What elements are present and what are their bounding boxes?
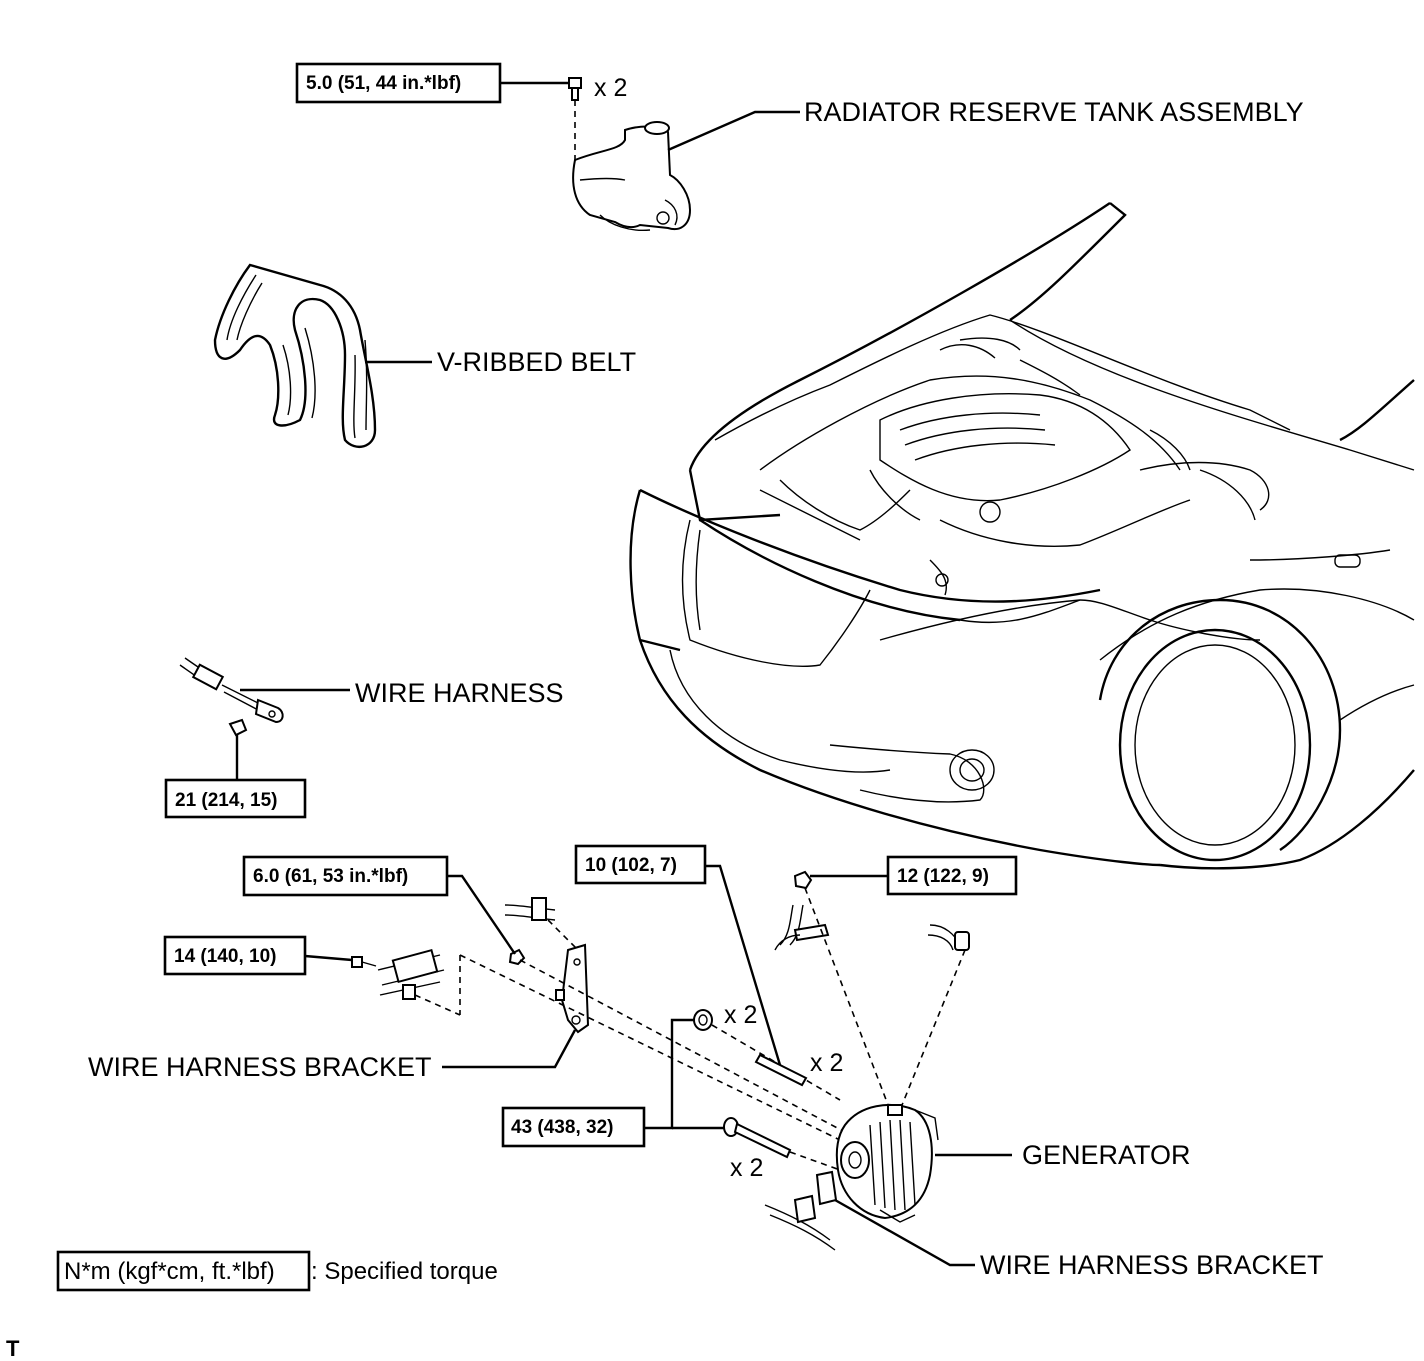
harness-clamp-icon bbox=[377, 948, 445, 1000]
wire-harness-icon bbox=[179, 657, 284, 724]
torque-value: 12 (122, 9) bbox=[897, 866, 989, 887]
reserve-tank-icon bbox=[572, 121, 692, 232]
wire-harness-icon bbox=[504, 897, 556, 921]
hose-connector-icon bbox=[927, 924, 970, 951]
label-wire-harness-bracket-right: WIRE HARNESS BRACKET bbox=[980, 1250, 1324, 1280]
bolt-icon bbox=[723, 1117, 792, 1159]
legend-description: : Specified torque bbox=[311, 1258, 498, 1285]
nut-icon bbox=[693, 1009, 713, 1031]
bolt-icon bbox=[351, 956, 377, 968]
torque-value: 43 (438, 32) bbox=[511, 1117, 613, 1138]
torque-value: 5.0 (51, 44 in.*lbf) bbox=[306, 73, 461, 94]
torque-legend: N*m (kgf*cm, ft.*lbf) : Specified torque bbox=[56, 1250, 498, 1292]
torque-value: 6.0 (61, 53 in.*lbf) bbox=[253, 866, 408, 887]
torque-callout-wire-harness: 21 (214, 15) bbox=[164, 778, 307, 819]
qty-nut: x 2 bbox=[724, 1001, 757, 1029]
bracket-icon bbox=[555, 943, 590, 1034]
generator-icon bbox=[835, 1104, 939, 1223]
torque-callout-generator-bolts: 43 (438, 32) bbox=[501, 1106, 646, 1148]
label-generator: GENERATOR bbox=[1022, 1140, 1191, 1170]
torque-callout-reserve-tank: 5.0 (51, 44 in.*lbf) bbox=[295, 62, 502, 104]
qty-long-bolt: x 2 bbox=[730, 1154, 763, 1182]
belt-icon bbox=[213, 263, 377, 449]
terminal-cable-icon bbox=[774, 904, 830, 951]
legend-unit-box: N*m (kgf*cm, ft.*lbf) bbox=[64, 1258, 275, 1285]
torque-callout-bracket-nut: 6.0 (61, 53 in.*lbf) bbox=[242, 855, 449, 897]
torque-value: 14 (140, 10) bbox=[174, 946, 276, 967]
label-wire-harness: WIRE HARNESS bbox=[355, 678, 564, 708]
vehicle-front-icon bbox=[629, 202, 1415, 870]
torque-callout-stud: 10 (102, 7) bbox=[574, 844, 707, 885]
qty-reserve-tank-bolt: x 2 bbox=[594, 74, 627, 102]
corner-mark: T bbox=[6, 1336, 20, 1361]
bolt-icon bbox=[568, 77, 582, 101]
torque-value: 10 (102, 7) bbox=[585, 855, 677, 876]
stud-icon bbox=[754, 1053, 808, 1087]
qty-stud: x 2 bbox=[810, 1049, 843, 1077]
torque-value: 21 (214, 15) bbox=[175, 790, 277, 811]
bolt-icon bbox=[228, 718, 248, 737]
label-radiator-reserve-tank: RADIATOR RESERVE TANK ASSEMBLY bbox=[804, 97, 1304, 127]
label-wire-harness-bracket-left: WIRE HARNESS BRACKET bbox=[88, 1052, 432, 1082]
torque-callout-terminal-nut: 12 (122, 9) bbox=[886, 855, 1018, 896]
wire-harness-icon bbox=[764, 1170, 838, 1251]
nut-icon bbox=[793, 870, 813, 890]
label-v-ribbed-belt: V-RIBBED BELT bbox=[437, 347, 636, 377]
torque-callout-harness-clamp: 14 (140, 10) bbox=[163, 935, 307, 976]
